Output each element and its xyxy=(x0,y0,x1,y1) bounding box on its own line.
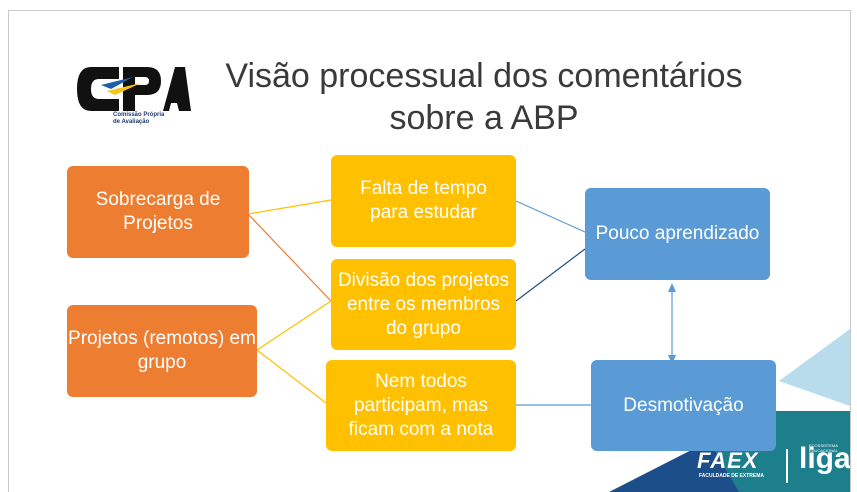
edge-sobrecarga-divisao xyxy=(247,213,332,302)
node-nem-todos: Nem todos participam, mas ficam com a no… xyxy=(326,360,516,451)
decorative-corner-shapes xyxy=(609,329,850,492)
cpa-logo xyxy=(71,57,191,127)
edge-sobrecarga-falta xyxy=(247,199,332,215)
faex-logo: FAEX xyxy=(697,448,759,473)
node-projetos-grupo-label: Projetos (remotos) em grupo xyxy=(68,328,256,373)
node-sobrecarga-label: Sobrecarga de Projetos xyxy=(95,189,221,234)
node-falta-tempo-label: Falta de tempo para estudar xyxy=(360,178,487,223)
title-line1: Visão processual dos comentários xyxy=(225,57,743,95)
node-falta-tempo: Falta de tempo para estudar xyxy=(331,155,516,247)
faex-logo-subtitle: FACULDADE DE EXTREMA xyxy=(699,473,765,479)
liga-logo: liga xyxy=(799,442,851,475)
node-divisao-label: Divisão dos projetos entre os membros do… xyxy=(337,269,510,339)
brand-divider xyxy=(786,449,788,483)
edge-grupo-divisao xyxy=(256,300,332,351)
liga-logo-subtitle: ECOSSISTEMA EDUCACIONAL xyxy=(809,443,838,453)
logo-subtitle-line1: Comissão Própria xyxy=(113,112,165,118)
node-divisao: Divisão dos projetos entre os membros do… xyxy=(331,259,516,350)
title-line2: sobre a ABP xyxy=(389,99,579,137)
node-desmotivacao-label: Desmotivação xyxy=(623,394,744,416)
node-projetos-grupo: Projetos (remotos) em grupo xyxy=(67,305,257,397)
edge-divisao-pouco xyxy=(515,248,586,302)
logo-subtitle: Comissão Própria de Avaliação xyxy=(113,112,164,126)
edge-grupo-nemtodos xyxy=(256,349,327,404)
node-pouco-aprendizado: Pouco aprendizado xyxy=(585,188,770,280)
arrowhead-up-icon xyxy=(668,283,676,292)
logo-subtitle-line2: de Avaliação xyxy=(113,119,150,125)
node-sobrecarga: Sobrecarga de Projetos xyxy=(67,166,249,258)
edge-falta-pouco xyxy=(515,200,586,233)
slide-title: Visão processual dos comentários sobre a… xyxy=(214,55,754,139)
connector-lines xyxy=(247,199,676,406)
arrowhead-down-icon xyxy=(668,355,676,364)
slide: Comissão Própria de Avaliação Visão proc… xyxy=(8,10,851,492)
node-desmotivacao: Desmotivação xyxy=(591,360,776,451)
node-pouco-aprendizado-label: Pouco aprendizado xyxy=(595,223,760,244)
node-nem-todos-label: Nem todos participam, mas ficam com a no… xyxy=(348,370,494,440)
